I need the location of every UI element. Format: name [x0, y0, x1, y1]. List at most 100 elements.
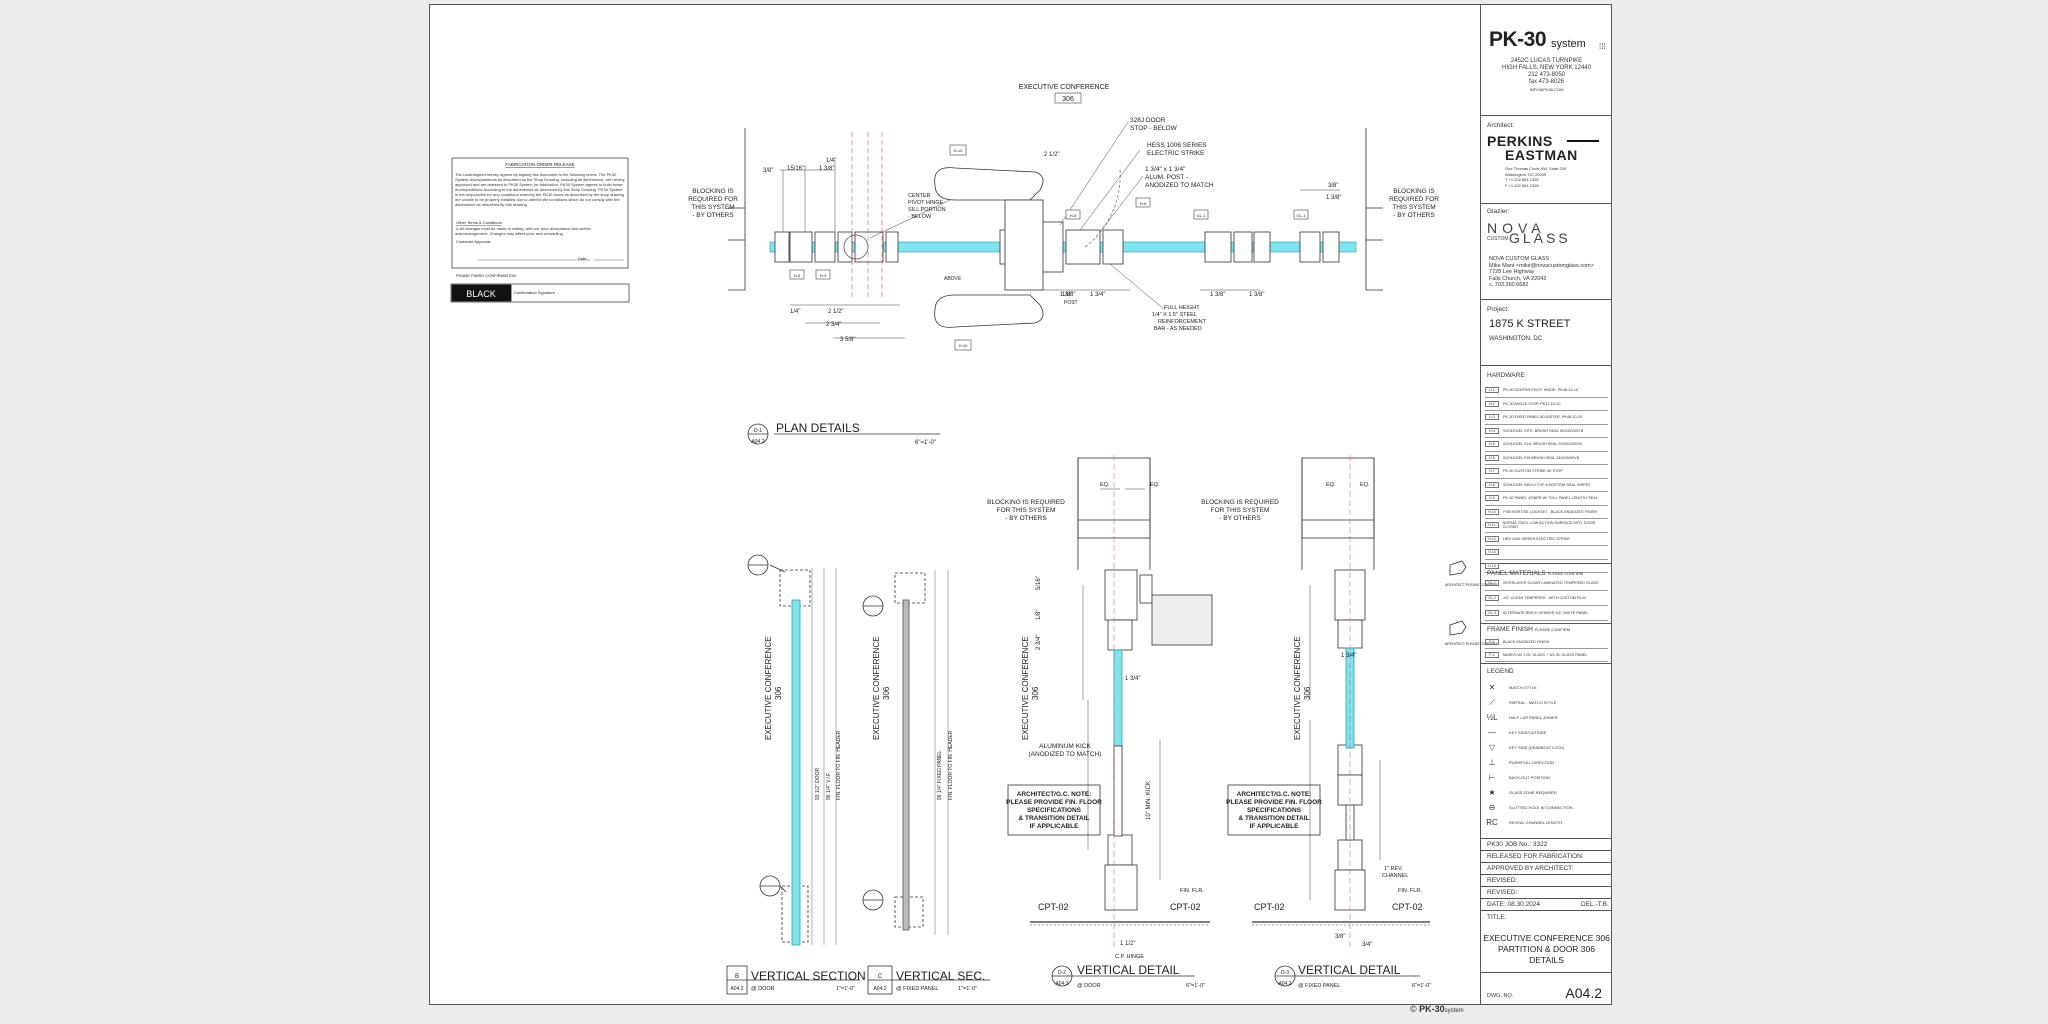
legend-text: GLASS ZONE REQUIRED	[1509, 790, 1557, 795]
post-note-1: 1 3/4" x 1 3/4"	[1145, 166, 1186, 173]
sec-d2-sheet: A04.2	[1055, 981, 1068, 987]
vdim: 1/8"	[1036, 610, 1042, 620]
frame-label: FRAME FINISH PLEASE CONFIRM	[1487, 626, 1571, 633]
finish-label: FRAME FINISH CONFIRMATION	[456, 273, 516, 278]
note2-3: SPECIFICATIONS	[1247, 807, 1302, 814]
vdim: 1 3/4"	[1341, 653, 1356, 659]
blocking-left-2: REQUIRED FOR	[688, 196, 738, 203]
post-label: POST	[1064, 300, 1078, 306]
legend-text: KEY SIDE/OUTSIDE	[1509, 730, 1547, 735]
item-tag: GL-3	[1485, 610, 1499, 616]
pivot-note-1: CENTER	[908, 193, 931, 199]
item-tag: H-10	[1485, 508, 1499, 515]
dim: 1 3/8"	[1060, 292, 1075, 298]
glazier-info: NOVA CUSTOM GLASS Mike Mant <mike@novacu…	[1489, 256, 1594, 288]
item-desc: SCHLEGEL SITE, BRUSH SEAL 9X200/200YB	[1503, 428, 1584, 433]
legend-symbol-icon: ✕	[1488, 683, 1496, 692]
hw-tag: GL-1	[1197, 213, 1207, 218]
tb-legend-section: LEGEND ✕MATCH STYLE⟋PARTIAL - MATCH STYL…	[1481, 664, 1612, 839]
legend-symbol-icon: ⊢	[1488, 773, 1496, 782]
sec-d3-sub: @ FIXED PANEL	[1298, 983, 1340, 989]
glazier-word: GLASS	[1509, 230, 1571, 246]
cpt-label-3: CPT-02	[1254, 902, 1285, 912]
pointer-hand-icon	[1449, 560, 1467, 576]
vdim: 3/4"	[1362, 942, 1372, 948]
item-desc: HES 1006 SERIES ELECTRIC STRIKE	[1503, 536, 1570, 541]
item-tag: GL-1	[1485, 580, 1499, 586]
item-desc: PK-30 FIXED PANEL ADJUSTER, PK48-10-10	[1503, 415, 1583, 420]
sec-c-sub: @ FIXED PANEL	[896, 986, 938, 992]
note-4: & TRANSITION DETAIL	[1018, 815, 1089, 822]
eq: EQ.	[1326, 482, 1336, 488]
finish-value: BLACK	[466, 289, 496, 299]
sec-d3-scale: 6"=1'-0"	[1412, 983, 1431, 989]
room-number: 306	[1062, 96, 1074, 103]
dim: 15/16"	[787, 166, 804, 172]
eq: EQ.	[1150, 482, 1160, 488]
steel-note-4: BAR - AS NEEDED	[1154, 326, 1202, 332]
sec-b-sub: @ DOOR	[751, 986, 775, 992]
sec-d2-sub: @ DOOR	[1077, 983, 1101, 989]
vsec-room-number: 306	[774, 686, 783, 700]
vblock2-2: FOR THIS SYSTEM	[1211, 507, 1270, 514]
legend-text: PUSH/PULL DIRECTION	[1509, 760, 1555, 765]
pointer-hand-icon	[1449, 620, 1467, 636]
legend-symbol-icon: ▽	[1488, 743, 1496, 752]
tb-dwg-section: DWG. NO. A04.2	[1487, 985, 1602, 1001]
brand-address: 2452C LUCAS TURNPIKE HIGH FALLS, NEW YOR…	[1502, 58, 1591, 92]
dwg-number: A04.2	[1565, 985, 1602, 1001]
dim: 1/4"	[826, 158, 836, 164]
drawing-sheet	[429, 4, 1612, 1005]
item-tag: H-6	[1485, 454, 1499, 461]
vblock-2: FOR THIS SYSTEM	[997, 507, 1056, 514]
vertical-detail-fixed	[1227, 455, 1430, 987]
hw-tag: H-10	[954, 148, 963, 153]
legend-text: MATCH STYLE	[1509, 685, 1537, 690]
vdim: 5/16"	[1036, 576, 1042, 590]
vsec-fin-floor: FIN. FLOOR TO FIN. HEADER	[836, 730, 842, 800]
item-tag: H-14	[1485, 562, 1499, 569]
item-tag: H-13	[1485, 549, 1499, 556]
release-form-body: The Undersigned hereby agrees by signing…	[455, 172, 625, 207]
legend-text: PARTIAL - MATCH STYLE	[1509, 700, 1557, 705]
steel-note-2: 1/4" X 1.5" STEEL	[1152, 312, 1197, 318]
release-form	[450, 157, 630, 303]
project-label: Project:	[1487, 306, 1510, 313]
post-note-2: ALUM. POST -	[1145, 174, 1188, 181]
room-title: EXECUTIVE CONFERENCE	[1019, 84, 1110, 91]
vsec-room-number-2: 306	[882, 686, 891, 700]
glazier-name: NOVA	[1487, 220, 1546, 236]
item-desc: MARKS W/ 1 IN. GLASS + 3/4 IN. GLASS PAN…	[1503, 653, 1588, 657]
fin-flr: FIN. FLR.	[1180, 888, 1204, 894]
item-desc: PK-30 CUSTOM STRIKE W/ STOP	[1503, 469, 1563, 474]
architect-rule	[1567, 140, 1599, 142]
tb-revised-row-2: REVISED:	[1481, 887, 1612, 899]
vdim: 2 3/4"	[1036, 635, 1042, 650]
eq: EQ.	[1360, 482, 1370, 488]
vblock-1: BLOCKING IS REQUIRED	[987, 499, 1065, 506]
title-block: PK-30 system ⁞⁞⁞ 2452C LUCAS TURNPIKE HI…	[1480, 4, 1612, 1005]
legend-label: LEGEND	[1487, 668, 1514, 675]
blocking-left-3: THIS SYSTEM	[691, 204, 734, 211]
strike-note-1: HESS 1006 SERIES	[1147, 142, 1207, 149]
vblock-3: - BY OTHERS	[1005, 515, 1047, 522]
signature-label: Confirmation Signature	[514, 290, 556, 295]
rev-channel-1: 1" REV.	[1384, 866, 1403, 872]
item-tag: H-4	[1485, 427, 1499, 434]
arch-confirm-2: ARCHITECT PLEASE CONFIRM	[1445, 642, 1497, 646]
vsec-panel-dim: 96 1/4" FIXED PANEL	[937, 751, 943, 800]
item-tag: H-5	[1485, 441, 1499, 448]
note-3: SPECIFICATIONS	[1027, 807, 1082, 814]
item-desc: SCHLEGEL INS/14 TOP & BOTTOM SEAL INSERT	[1503, 482, 1591, 487]
